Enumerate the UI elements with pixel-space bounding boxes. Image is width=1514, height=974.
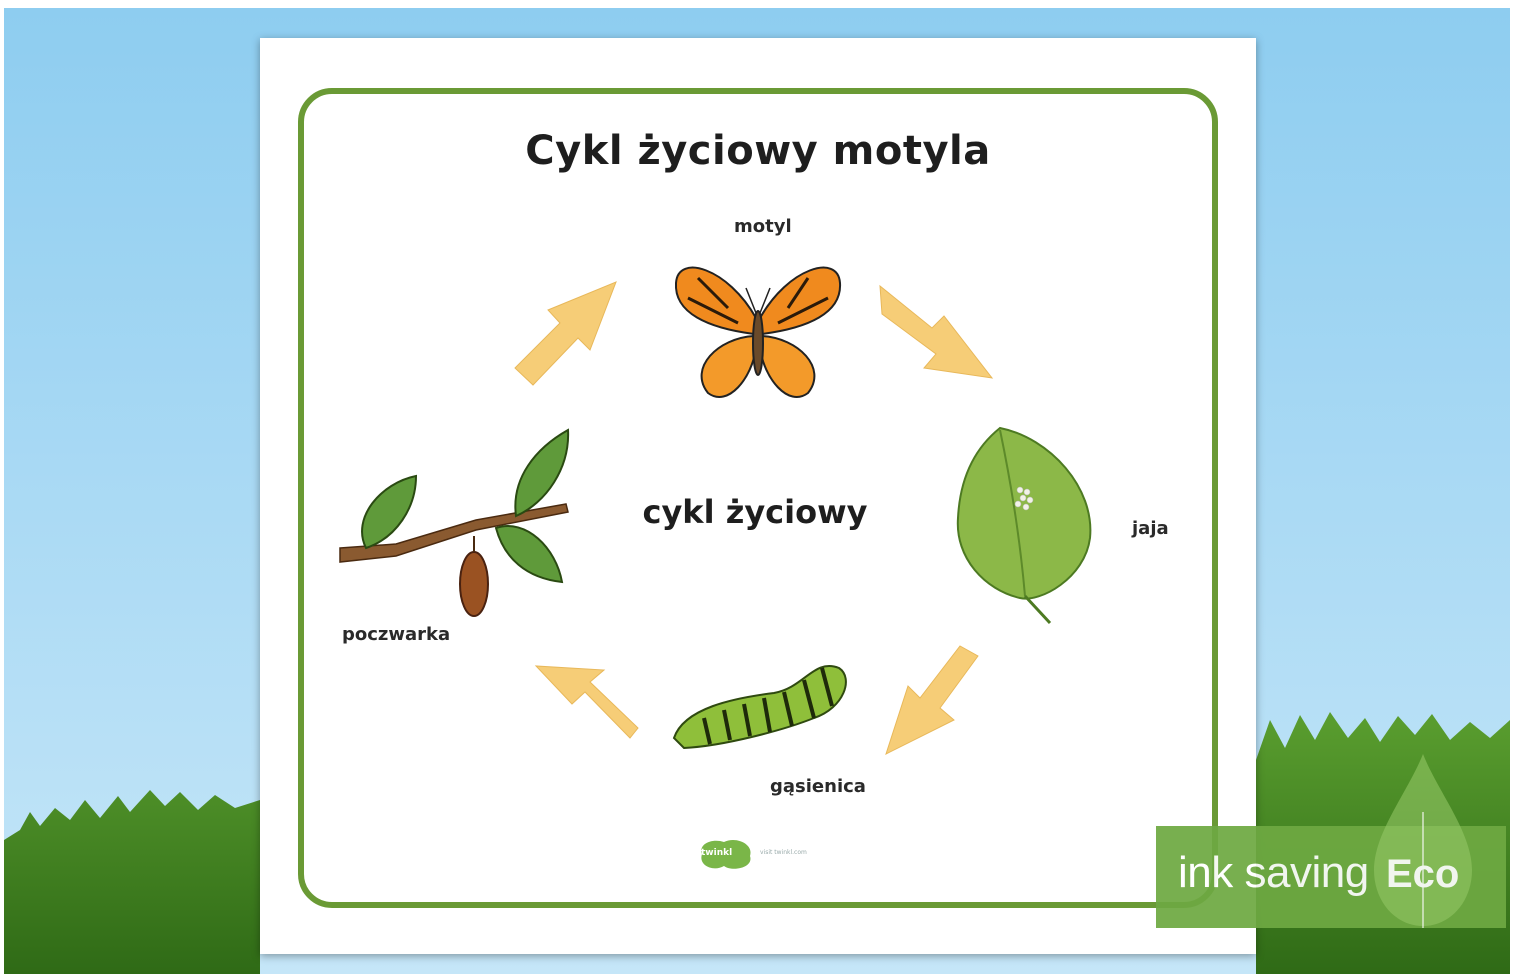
eco-badge: ink saving Eco	[1156, 826, 1506, 928]
stage-label-caterpillar: gąsienica	[770, 776, 866, 797]
eco-badge-text: ink saving	[1178, 848, 1369, 898]
branch-with-pupa-icon	[336, 428, 572, 628]
stage-label-eggs: jaja	[1132, 518, 1169, 539]
butterfly-icon	[668, 258, 848, 408]
droplet-icon	[1368, 752, 1478, 928]
center-label: cykl życiowy	[620, 493, 890, 531]
arrow-butterfly-to-eggs	[880, 286, 992, 378]
arrow-caterpillar-to-pupa	[536, 666, 638, 738]
caterpillar-icon	[664, 648, 854, 758]
stage-label-butterfly: motyl	[734, 216, 792, 237]
arrow-eggs-to-caterpillar	[886, 646, 978, 754]
leaf-with-eggs-icon	[950, 418, 1100, 628]
stage-label-pupa: poczwarka	[342, 624, 450, 645]
worksheet: Cykl życiowy motyla	[260, 38, 1256, 954]
twinkl-tagline: visit twinkl.com	[760, 849, 807, 856]
eco-badge-word: Eco	[1386, 852, 1459, 897]
arrow-pupa-to-butterfly	[515, 282, 616, 385]
twinkl-logo-name: twinkl	[701, 848, 732, 858]
